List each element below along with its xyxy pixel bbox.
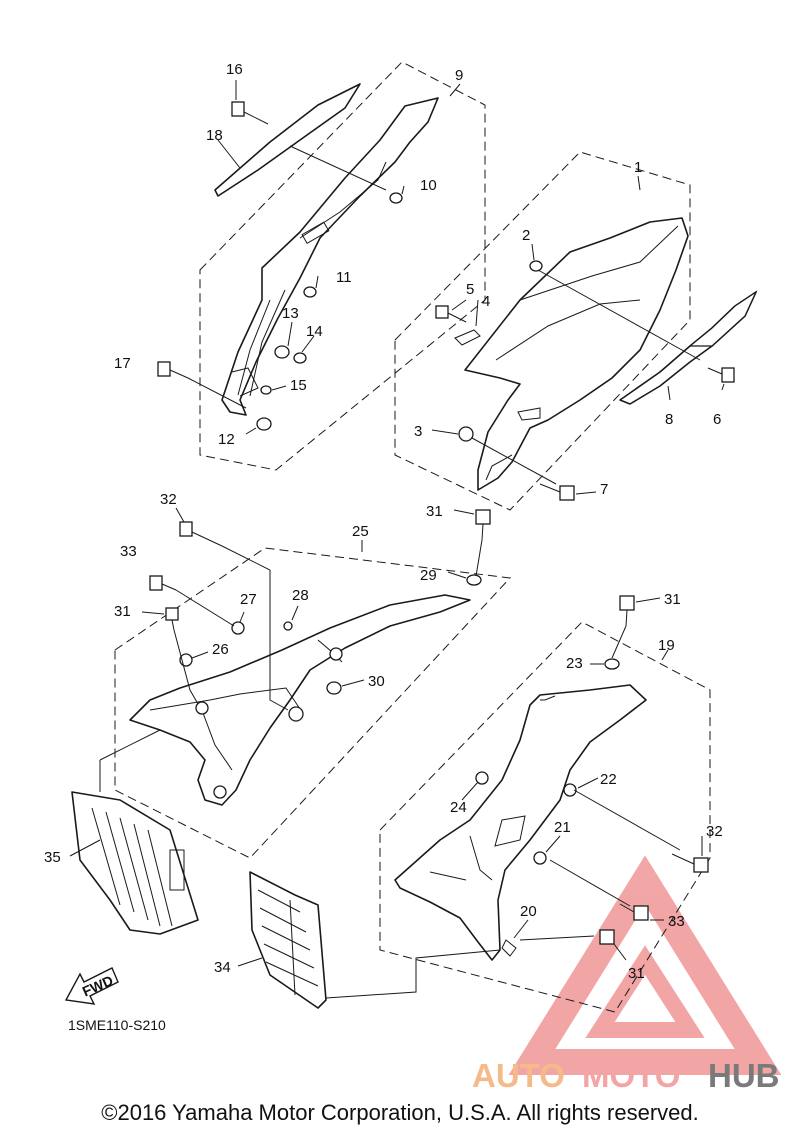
callout-3: 3 [414, 423, 422, 440]
part-9-side-cover [221, 97, 439, 416]
callout-35: 35 [44, 849, 61, 866]
watermark-hub: HUB [708, 1057, 780, 1094]
callout-24: 24 [450, 799, 467, 816]
callout-9: 9 [455, 67, 463, 84]
callout-14: 14 [306, 323, 323, 340]
fwd-label: FWD [80, 972, 116, 1000]
group-box-9 [199, 61, 486, 471]
callout-29: 29 [420, 567, 437, 584]
callout-12: 12 [218, 431, 235, 448]
copyright-notice: ©2016 Yamaha Motor Corporation, U.S.A. A… [101, 1100, 699, 1125]
part-19-lower-cover [394, 684, 647, 961]
callout-7: 7 [600, 481, 608, 498]
group-box-25 [114, 547, 512, 859]
callout-23: 23 [566, 655, 583, 672]
callout-2: 2 [522, 227, 530, 244]
callout-19: 19 [658, 637, 675, 654]
callout-10: 10 [420, 177, 437, 194]
callout-31d: 31 [628, 965, 645, 982]
callout-33a: 33 [120, 543, 137, 560]
callout-18: 18 [206, 127, 223, 144]
callout-21: 21 [554, 819, 571, 836]
callout-31c: 31 [664, 591, 681, 608]
callout-17: 17 [114, 355, 131, 372]
group-box-1 [394, 151, 691, 511]
callout-11: 11 [336, 269, 352, 286]
watermark-auto: AUTO [472, 1057, 565, 1094]
callout-33b: 33 [668, 913, 685, 930]
callout-labels: 1 2 3 4 5 6 7 8 9 10 11 12 13 14 15 16 1… [44, 61, 723, 982]
part-35-louver [71, 791, 199, 935]
callout-5: 5 [466, 281, 474, 298]
callout-16: 16 [226, 61, 243, 78]
callout-31a: 31 [114, 603, 131, 620]
callout-15: 15 [290, 377, 307, 394]
callout-6: 6 [713, 411, 721, 428]
group-box-19 [379, 621, 711, 1013]
callout-32a: 32 [160, 491, 177, 508]
hardware [149, 101, 735, 957]
callout-28: 28 [292, 587, 309, 604]
part-25-bracket [129, 594, 471, 806]
callout-32b: 32 [706, 823, 723, 840]
callout-25: 25 [352, 523, 369, 540]
reference-code: 1SME110-S210 [68, 1017, 166, 1033]
callout-34: 34 [214, 959, 231, 976]
callout-30: 30 [368, 673, 385, 690]
callout-22: 22 [600, 771, 617, 788]
part-18-graphic [214, 83, 361, 197]
part-34-louver [249, 871, 327, 1009]
callout-13: 13 [282, 305, 299, 322]
fwd-arrow-icon: FWD [64, 967, 119, 1005]
callout-26: 26 [212, 641, 229, 658]
callout-1: 1 [634, 159, 642, 176]
watermark-triangle-logo [508, 855, 782, 1075]
callout-8: 8 [665, 411, 673, 428]
callout-20: 20 [520, 903, 537, 920]
leader-lines [69, 80, 725, 999]
callout-4: 4 [482, 293, 490, 310]
watermark-wordmark: AUTO MOTO HUB [472, 1057, 780, 1094]
part-1-side-cover [464, 217, 689, 491]
callout-31b: 31 [426, 503, 443, 520]
callout-27: 27 [240, 591, 257, 608]
watermark-moto: MOTO [582, 1057, 680, 1094]
